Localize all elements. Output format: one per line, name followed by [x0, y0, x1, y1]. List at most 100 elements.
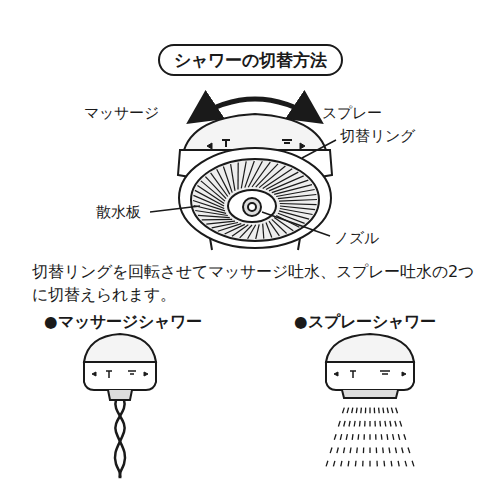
spray-drop	[357, 434, 359, 440]
spray-drop	[355, 461, 357, 467]
fin-stroke	[248, 225, 256, 239]
spray-drop	[381, 434, 383, 440]
part-label: ノズル	[334, 229, 379, 249]
spray-drop	[388, 448, 390, 454]
spray-drop	[364, 421, 366, 427]
fin-stroke	[197, 186, 224, 204]
spray-drop	[402, 448, 403, 454]
spray-drop	[386, 434, 388, 440]
fin-stroke	[256, 224, 260, 239]
leader-line	[262, 212, 330, 236]
fin-stroke	[231, 164, 235, 191]
fin-stroke	[195, 190, 224, 206]
spray-drop	[356, 448, 358, 454]
spray-drop	[384, 421, 386, 427]
mode-label: マッサージ	[84, 104, 159, 124]
leader-line	[302, 140, 336, 158]
part-label: 散水板	[96, 203, 141, 223]
title-pill: シャワーの切替方法	[158, 44, 343, 76]
spray-drop	[359, 421, 361, 427]
spray-drop	[382, 408, 384, 414]
spray-drop	[338, 421, 340, 427]
spray-drop	[391, 408, 393, 414]
fin-stroke	[280, 204, 317, 205]
fin-stroke	[279, 200, 317, 202]
spray-drop	[405, 461, 407, 467]
spray-drop	[398, 461, 399, 467]
mode-label: スプレー	[322, 104, 382, 124]
fin-stroke	[272, 219, 287, 233]
fin-stroke	[237, 163, 238, 190]
spray-drop	[347, 408, 349, 414]
spray-drop	[382, 448, 384, 454]
spray-drop	[369, 448, 370, 454]
spray-drop	[393, 434, 394, 440]
spray-drop	[326, 461, 328, 467]
spray-drop	[400, 421, 402, 427]
spray-drop	[354, 421, 356, 427]
fin-stroke	[217, 169, 230, 194]
spray-drop	[363, 434, 364, 440]
spray-drop	[344, 421, 345, 427]
spray-drop	[369, 461, 370, 467]
spray-drop	[376, 461, 378, 467]
spray-drop	[395, 448, 396, 454]
spray-drop	[363, 448, 365, 454]
figure-caption: ●マッサージシャワー	[44, 312, 202, 332]
fin-stroke	[263, 224, 264, 239]
spray-drop	[341, 461, 342, 467]
spray-drop	[365, 408, 367, 414]
spray-drop	[334, 434, 336, 440]
fin-stroke	[278, 195, 317, 199]
spray-drop	[360, 408, 362, 414]
fin-stroke	[245, 161, 255, 188]
spray-drop	[347, 461, 349, 467]
spray-drop	[390, 421, 391, 427]
spray-drop	[369, 408, 370, 414]
spray-drop	[340, 434, 341, 440]
fin-stroke	[223, 167, 232, 193]
spray-drop	[344, 448, 345, 454]
spray-drop	[369, 434, 370, 440]
spray-drop	[369, 421, 370, 427]
spray-drop	[378, 408, 380, 414]
spray-drop	[337, 448, 338, 454]
spray-drop	[390, 461, 392, 467]
spray-drop	[412, 461, 414, 467]
part-label: 切替リング	[340, 127, 415, 147]
spray-drop	[343, 408, 345, 414]
spray-drop	[398, 434, 399, 440]
spray-drop	[356, 408, 358, 414]
figure-caption: ●スプレーシャワー	[294, 312, 436, 332]
spray-drop	[387, 408, 388, 414]
fin-stroke	[202, 219, 233, 221]
spray-drop	[383, 461, 385, 467]
spray-drop	[333, 461, 335, 467]
fin-stroke	[259, 166, 285, 188]
spray-drop	[352, 408, 353, 414]
spray-drop	[376, 448, 378, 454]
fin-stroke	[206, 221, 235, 224]
spray-drop	[362, 461, 364, 467]
spray-drop	[374, 408, 376, 414]
spray-head	[326, 334, 414, 466]
spray-drop	[330, 448, 332, 454]
spray-drop	[346, 434, 347, 440]
spray-drop	[404, 434, 406, 440]
fin-stroke	[263, 169, 293, 189]
spray-drop	[374, 421, 376, 427]
shower-head-top	[178, 114, 332, 250]
note-text: 切替リングを回転させてマッサージ吐水、スプレー吐水の2つに切替えられます。	[32, 260, 477, 306]
spray-drop	[352, 434, 354, 440]
spray-drop	[396, 408, 398, 414]
spray-drop	[349, 421, 350, 427]
leader-line	[150, 206, 200, 212]
fin-stroke	[266, 223, 272, 238]
spray-drop	[379, 421, 381, 427]
spray-drop	[375, 434, 376, 440]
spray-drop	[395, 421, 396, 427]
spray-drop	[408, 448, 410, 454]
spray-drop	[349, 448, 351, 454]
fin-stroke	[280, 209, 313, 215]
